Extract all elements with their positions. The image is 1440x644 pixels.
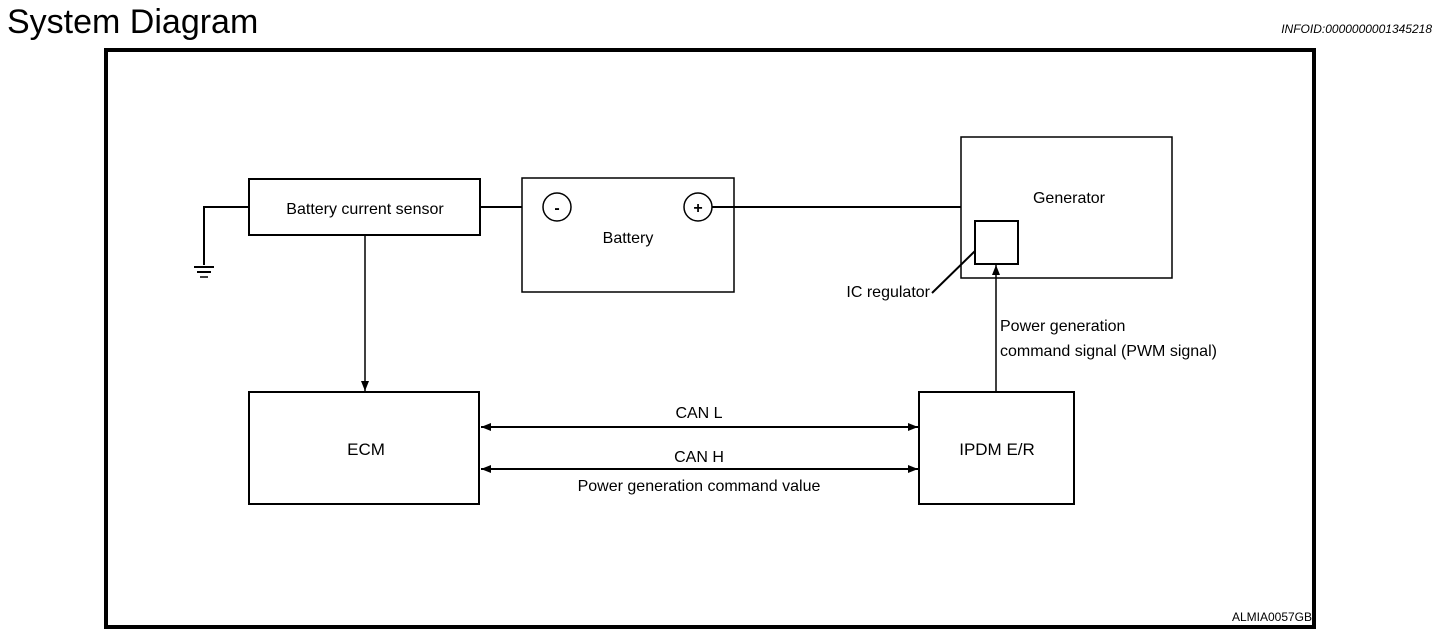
- command-value-label: Power generation command value: [578, 478, 821, 495]
- battery-current-sensor-block: Battery current sensor: [248, 178, 481, 236]
- ic-regulator-label: IC regulator: [846, 284, 930, 301]
- ic-regulator-block: [974, 220, 1019, 265]
- ecm-block: ECM: [248, 391, 480, 505]
- battery-negative-terminal-icon: [542, 192, 572, 222]
- battery-current-sensor-label: Battery current sensor: [286, 201, 444, 218]
- pwm-signal-label-line1: Power generation: [1000, 318, 1125, 335]
- ic-regulator-leader: [931, 250, 976, 294]
- ipdm-block: IPDM E/R: [918, 391, 1075, 505]
- battery-positive-sign: +: [693, 200, 702, 217]
- ecm-label: ECM: [347, 440, 385, 459]
- can-l-label: CAN L: [675, 405, 722, 422]
- battery-negative-sign: -: [554, 200, 559, 217]
- ground-icon: [194, 206, 248, 278]
- figure-code: ALMIA0057GB: [1232, 610, 1312, 624]
- battery-label: Battery: [603, 230, 654, 247]
- pwm-signal-label-line2: command signal (PWM signal): [1000, 343, 1217, 360]
- info-id: INFOID:0000000001345218: [1281, 22, 1432, 36]
- ipdm-label: IPDM E/R: [959, 440, 1035, 459]
- diagram-frame: [104, 48, 1316, 629]
- can-h-label: CAN H: [674, 449, 724, 466]
- generator-label: Generator: [1033, 190, 1106, 207]
- battery-block: - + Battery: [521, 177, 735, 293]
- generator-block: Generator: [960, 136, 1173, 279]
- page-title: System Diagram: [7, 3, 259, 41]
